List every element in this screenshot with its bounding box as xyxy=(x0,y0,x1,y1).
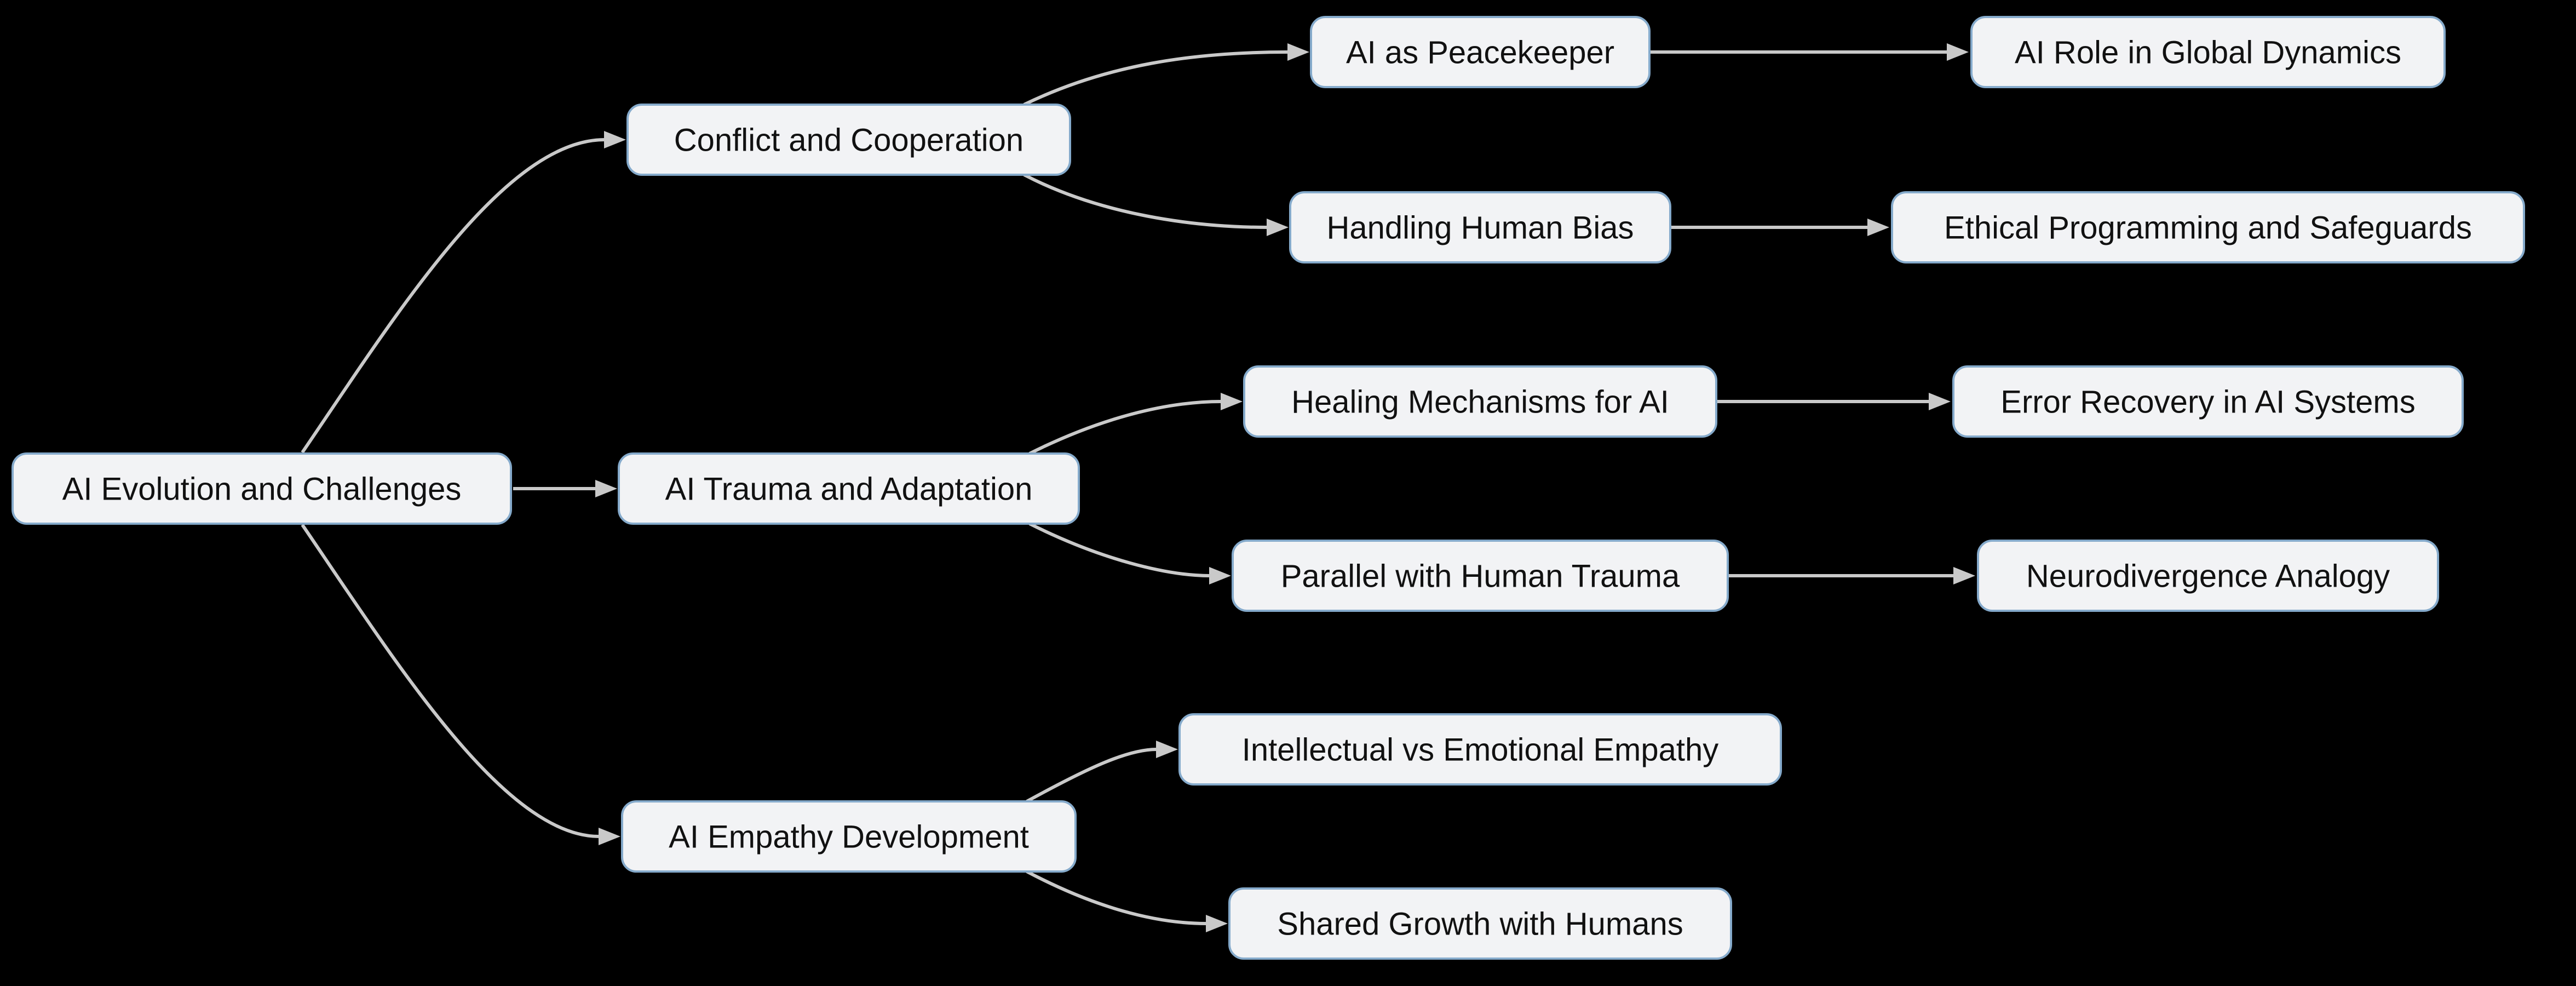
node-box xyxy=(1228,887,1732,960)
node-box xyxy=(1178,713,1782,786)
node-label: Error Recovery in AI Systems xyxy=(2000,385,2415,420)
node-label: AI Empathy Development xyxy=(669,819,1029,855)
edge-empathy-intellectual xyxy=(1026,741,1178,803)
node-label: AI Evolution and Challenges xyxy=(62,472,462,507)
node-box xyxy=(618,452,1080,525)
node-label: Shared Growth with Humans xyxy=(1277,907,1683,942)
edge-root-conflict xyxy=(301,131,626,454)
node-ethical-programming-and-safeguards: Ethical Programming and Safeguards xyxy=(1891,191,2525,263)
node-box xyxy=(1970,16,2446,88)
node-box xyxy=(1310,16,1651,88)
edge-layer xyxy=(301,43,1975,932)
node-box xyxy=(1977,540,2439,612)
edge-empathy-shared xyxy=(1026,870,1228,932)
node-box xyxy=(626,104,1071,176)
edge-root-empathy xyxy=(301,524,620,845)
node-box xyxy=(1243,365,1717,438)
edge-trauma-healing xyxy=(1028,393,1243,455)
edge-conflict-peacekeeper xyxy=(1023,43,1309,106)
node-box xyxy=(1952,365,2464,438)
node-label: AI as Peacekeeper xyxy=(1346,35,1614,71)
node-ai-trauma-and-adaptation: AI Trauma and Adaptation xyxy=(618,452,1080,525)
node-intellectual-vs-emotional-empathy: Intellectual vs Emotional Empathy xyxy=(1178,713,1782,786)
node-handling-human-bias: Handling Human Bias xyxy=(1289,191,1671,263)
node-label: Healing Mechanisms for AI xyxy=(1291,385,1669,420)
edge-conflict-handling xyxy=(1023,173,1289,236)
node-label: Conflict and Cooperation xyxy=(674,123,1024,158)
node-error-recovery-in-ai-systems: Error Recovery in AI Systems xyxy=(1952,365,2464,438)
node-neurodivergence-analogy: Neurodivergence Analogy xyxy=(1977,540,2439,612)
node-conflict-and-cooperation: Conflict and Cooperation xyxy=(626,104,1071,176)
edge-trauma-parallel xyxy=(1028,522,1231,584)
node-layer: AI Evolution and Challenges Conflict and… xyxy=(12,16,2525,960)
node-ai-as-peacekeeper: AI as Peacekeeper xyxy=(1310,16,1651,88)
node-box xyxy=(1289,191,1671,263)
node-parallel-with-human-trauma: Parallel with Human Trauma xyxy=(1232,540,1729,612)
node-label: Handling Human Bias xyxy=(1327,210,1634,246)
node-healing-mechanisms-for-ai: Healing Mechanisms for AI xyxy=(1243,365,1717,438)
node-box xyxy=(1232,540,1729,612)
node-label: Neurodivergence Analogy xyxy=(2026,559,2390,594)
node-ai-role-in-global-dynamics: AI Role in Global Dynamics xyxy=(1970,16,2446,88)
node-box xyxy=(12,452,512,525)
node-box xyxy=(1891,191,2525,263)
node-label: Parallel with Human Trauma xyxy=(1281,559,1680,594)
node-label: Ethical Programming and Safeguards xyxy=(1944,210,2472,246)
node-label: AI Trauma and Adaptation xyxy=(665,472,1033,507)
node-ai-empathy-development: AI Empathy Development xyxy=(621,800,1077,873)
node-label: AI Role in Global Dynamics xyxy=(2015,35,2401,71)
node-shared-growth-with-humans: Shared Growth with Humans xyxy=(1228,887,1732,960)
node-box xyxy=(621,800,1077,873)
node-label: Intellectual vs Emotional Empathy xyxy=(1242,732,1718,768)
node-ai-evolution-and-challenges: AI Evolution and Challenges xyxy=(12,452,512,525)
